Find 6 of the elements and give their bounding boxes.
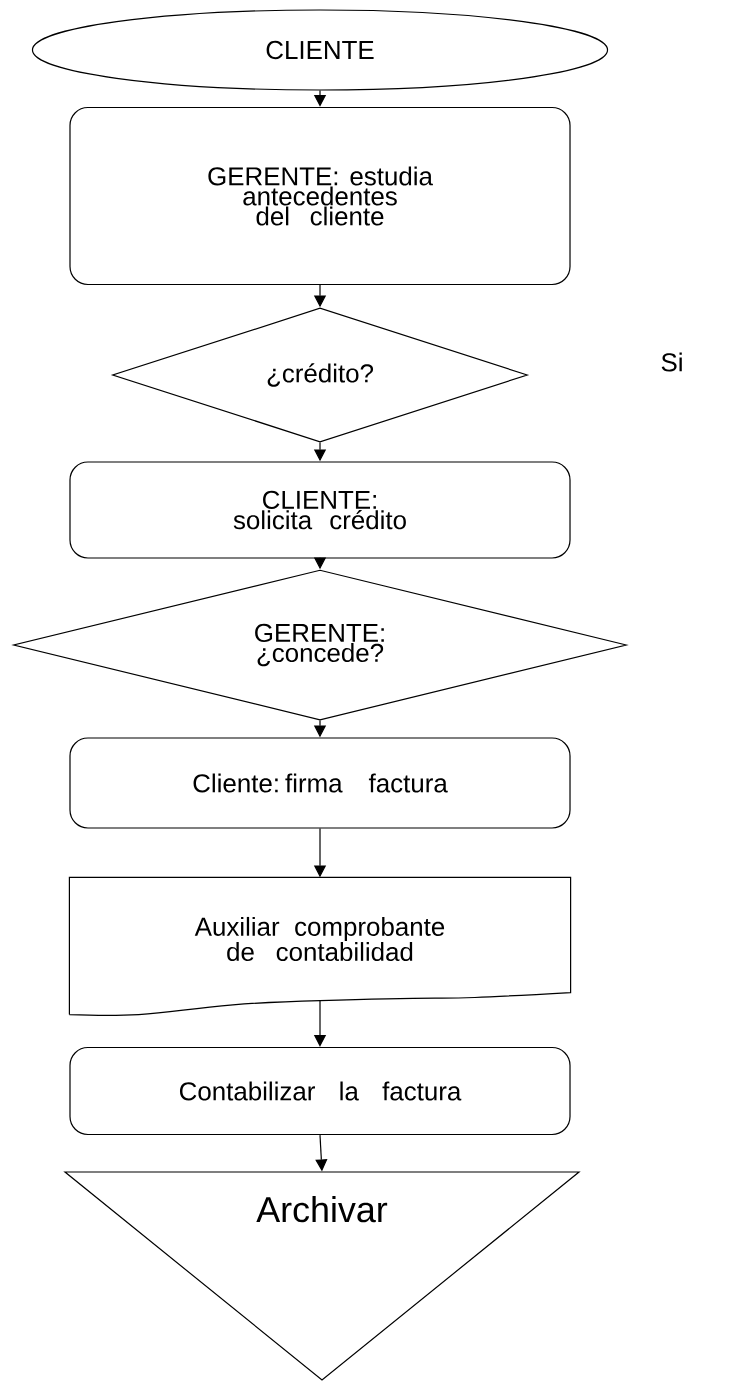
process-box: Cliente: firma factura: [69, 737, 571, 829]
document-shape: Auxiliar comprobante de contabilidad: [68, 876, 572, 1016]
process-box: GERENTE: estudia antecedentes del cliente: [69, 106, 571, 286]
process-box: Contabilizar la factura: [69, 1046, 571, 1136]
branch-label: Si: [661, 352, 682, 372]
process-box: CLIENTE: solicita crédito: [69, 461, 571, 559]
